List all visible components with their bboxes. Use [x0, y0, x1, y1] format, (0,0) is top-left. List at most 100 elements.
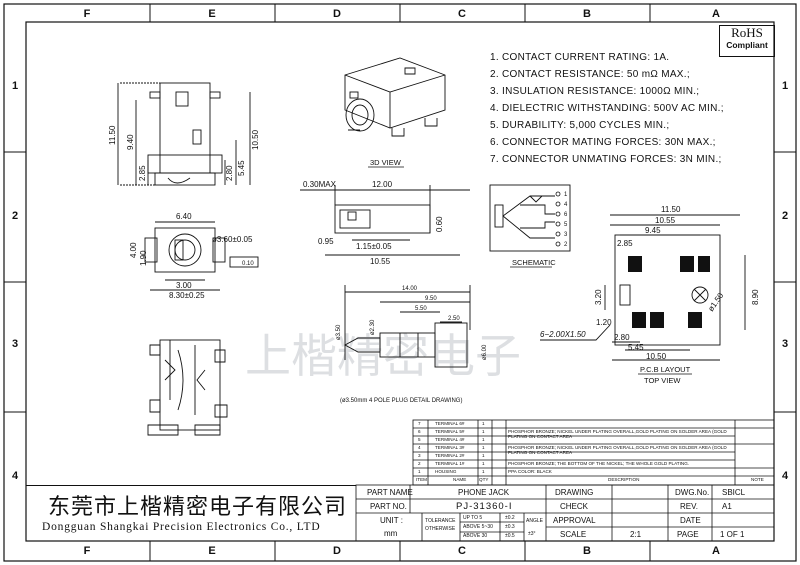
tolerance-label: TOLERANCE [425, 518, 456, 524]
bom-table: 7 TERMINAL 6# 1 6 TERMINAL 5# 1 PHOSPHOR… [413, 420, 774, 485]
dim-top-h: 4.00 [129, 242, 138, 258]
zone-right-2: 2 [781, 210, 789, 222]
bom-row: 3 TERMINAL 2# 1 [413, 453, 774, 461]
zone-left-2: 2 [11, 210, 19, 222]
label-plug-detail: (ø3.50mm 4 POLE PLUG DETAIL DRAWING) [340, 398, 462, 404]
zone-left-1: 1 [11, 80, 19, 92]
bottom-view [144, 221, 259, 291]
check-label: CHECK [560, 502, 589, 511]
dim-pcb-k: 10.50 [646, 352, 667, 361]
approval-label: APPROVAL [553, 516, 596, 525]
bom-header-note: NOTE [751, 477, 764, 482]
part-name-label: PART NAME [367, 488, 413, 497]
bom-name: TERMINAL 6# [435, 421, 465, 426]
bom-name: TERMINAL 4# [435, 437, 465, 442]
bom-table-grid [412, 419, 775, 486]
zone-ticks [4, 4, 796, 561]
zone-left-4: 4 [11, 470, 19, 482]
page-value: 1 OF 1 [720, 530, 745, 539]
dim-pcb-e: 3.20 [594, 289, 603, 305]
dim-plug-3: 5.50 [415, 306, 427, 312]
label-3d-view: 3D VIEW [370, 158, 402, 167]
bom-header-qty: QTY [479, 477, 489, 482]
schematic-pin-6: 6 [564, 212, 568, 218]
zone-right-1: 1 [781, 80, 789, 92]
bom-qty: 1 [482, 437, 485, 442]
dim-top-w: 6.40 [176, 212, 192, 221]
zone-bottom-f: F [83, 545, 91, 557]
rohs-badge: RoHS Compliant [719, 25, 775, 57]
front-view [117, 82, 251, 186]
bom-row: 5 TERMINAL 4# 1 [413, 437, 774, 445]
bom-item: 3 [418, 453, 421, 458]
dim-front-r1: 10.50 [251, 129, 260, 150]
schematic-pins [555, 191, 561, 247]
bom-name: TERMINAL 2# [435, 453, 465, 458]
spec-1: 1. CONTACT CURRENT RATING: 1A. [490, 52, 670, 63]
company-block: 东莞市上楷精密电子有限公司 Dongguan Shangkai Precisio… [26, 485, 356, 542]
zone-right-4: 4 [781, 470, 789, 482]
dim-plug-4: 2.50 [448, 316, 460, 322]
section-view [147, 339, 228, 436]
part-name-value: PHONE JACK [458, 488, 510, 497]
dim-plug-6: ø2.30 [370, 319, 376, 335]
zone-right-3: 3 [781, 338, 789, 350]
dim-pcb-h: 1.20 [596, 318, 612, 327]
angle-label: ANGLE [526, 518, 543, 524]
dim-plug-1: 14.00 [402, 286, 418, 292]
bom-name: HOUSING [435, 469, 457, 474]
dim-plug-7: ø6.00 [482, 344, 488, 360]
dim-pcb-i: 2.80 [614, 333, 630, 342]
dim-side-t: 1.15±0.05 [356, 242, 392, 251]
dim-side-total: 10.55 [370, 257, 391, 266]
zone-bottom-e: E [208, 545, 216, 557]
dim-side-a: 0.30MAX [303, 180, 337, 189]
tol-val-2: ±0.3 [505, 524, 515, 530]
bom-row: 2 TERMINAL 1# 1 PHOSPHOR BRONZE; THE BOT… [413, 461, 774, 469]
dim-pcb-a: 11.50 [661, 205, 681, 214]
bom-desc: PHOSPHOR BRONZE; NICKEL UNDER PLATING OV… [508, 445, 727, 455]
bom-name: TERMINAL 1# [435, 461, 465, 466]
schematic-pin-1: 1 [564, 192, 568, 198]
bom-row: 6 TERMINAL 5# 1 PHOSPHOR BRONZE; NICKEL … [413, 429, 774, 439]
tol-row-1: UP TO 5 [463, 515, 483, 521]
dim-pcb-c: 9.45 [645, 226, 661, 235]
zone-top-f: F [83, 8, 91, 20]
bom-item: 7 [418, 421, 421, 426]
side-view [300, 185, 470, 256]
dim-front-r2: 5.45 [237, 160, 246, 176]
scale-value: 2:1 [630, 530, 642, 539]
bom-qty: 1 [482, 429, 485, 434]
zone-top-b: B [583, 8, 591, 20]
spec-2: 2. CONTACT RESISTANCE: 50 mΩ MAX.; [490, 69, 690, 80]
dim-side-b: 0.95 [318, 237, 334, 246]
bom-item: 5 [418, 437, 421, 442]
tol-val-1: ±0.2 [505, 515, 515, 521]
dim-side-r: 0.60 [435, 216, 444, 232]
bom-header-name: NAME [453, 477, 467, 482]
dim-pcb-holes: 6−2.00X1.50 [540, 330, 586, 339]
angle-value: ±3° [528, 531, 536, 537]
dim-pcb-b: 10.55 [655, 216, 676, 225]
dim-front-r3: 2.80 [225, 165, 234, 181]
dim-front-h2: 9.40 [126, 134, 135, 150]
watermark: 上楷精密电子 [245, 329, 521, 383]
bom-header-item: ITEM [416, 477, 427, 482]
unit-label: UNIT : [380, 516, 403, 525]
dim-pcb-g: ø1.50 [706, 291, 725, 313]
schematic [489, 184, 571, 252]
bom-header-description: DESCRIPTION [608, 477, 640, 482]
zone-top-d: D [333, 8, 341, 20]
bom-item: 2 [418, 461, 421, 466]
dim-pcb-f: 8.90 [751, 289, 760, 305]
dim-top-d: ø3.60±0.05 [212, 235, 253, 244]
dim-pcb-j: 5.45 [628, 343, 644, 352]
schematic-pin-3: 3 [564, 232, 568, 238]
dim-plug-2: 9.50 [425, 296, 437, 302]
part-no-label: PART NO. [370, 502, 407, 511]
bom-item: 4 [418, 445, 421, 450]
unit-value: mm [384, 529, 398, 538]
dwg-no-value: SBICL [722, 488, 746, 497]
dim-top-b2: 8.30±0.25 [169, 291, 205, 300]
spec-3: 3. INSULATION RESISTANCE: 1000Ω MIN.; [490, 86, 700, 97]
